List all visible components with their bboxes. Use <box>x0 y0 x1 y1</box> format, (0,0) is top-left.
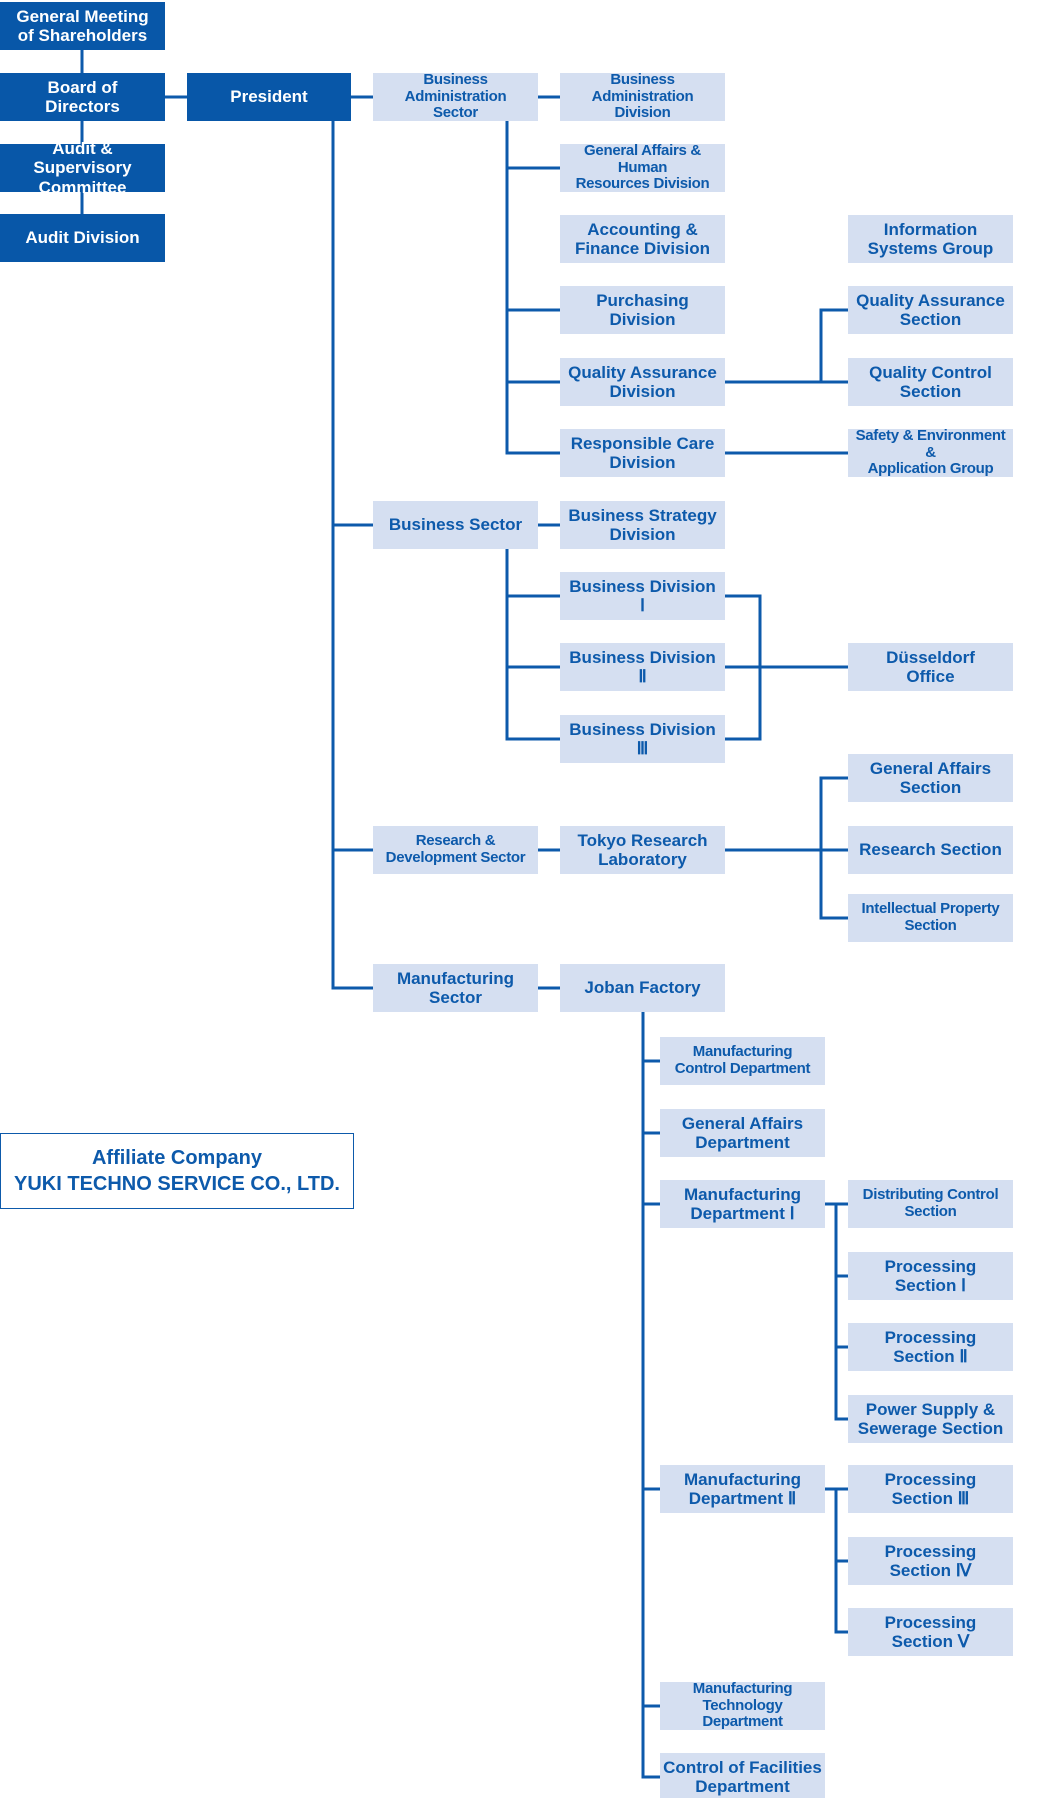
joban-factory-box: Joban Factory <box>560 964 725 1012</box>
manufacturing-technology-department-box: Manufacturing Technology Department <box>660 1680 825 1730</box>
general-affairs-section-box: General Affairs Section <box>848 754 1013 802</box>
business-administration-sector-box: Business Administration Sector <box>373 71 538 121</box>
general-meeting-box: General Meeting of Shareholders <box>0 2 165 50</box>
audit-division-box: Audit Division <box>0 214 165 262</box>
research-section-box: Research Section <box>848 826 1013 874</box>
affiliate-company-name: YUKI TECHNO SERVICE CO., LTD. <box>14 1173 340 1195</box>
business-division-2-box: Business Division Ⅱ <box>560 643 725 691</box>
business-administration-division-box: Business Administration Division <box>560 71 725 121</box>
processing-section-5-box: Processing Section Ⅴ <box>848 1608 1013 1656</box>
business-division-3-box: Business Division Ⅲ <box>560 715 725 763</box>
dusseldorf-office-box: Düsseldorf Office <box>848 643 1013 691</box>
quality-assurance-division-box: Quality Assurance Division <box>560 358 725 406</box>
safety-environment-application-group-box: Safety & Environment & Application Group <box>848 427 1013 477</box>
control-of-facilities-department-box: Control of Facilities Department <box>660 1753 825 1798</box>
manufacturing-department-2-box: Manufacturing Department Ⅱ <box>660 1465 825 1513</box>
processing-section-1-box: Processing Section Ⅰ <box>848 1252 1013 1300</box>
responsible-care-division-box: Responsible Care Division <box>560 429 725 477</box>
affiliate-company-box: Affiliate Company YUKI TECHNO SERVICE CO… <box>0 1133 354 1209</box>
manufacturing-control-department-box: Manufacturing Control Department <box>660 1037 825 1085</box>
business-division-1-box: Business Division Ⅰ <box>560 572 725 620</box>
board-of-directors-box: Board of Directors <box>0 73 165 121</box>
president-box: President <box>187 73 351 121</box>
accounting-finance-division-box: Accounting & Finance Division <box>560 215 725 263</box>
quality-assurance-section-box: Quality Assurance Section <box>848 286 1013 334</box>
tokyo-research-laboratory-box: Tokyo Research Laboratory <box>560 826 725 874</box>
processing-section-3-box: Processing Section Ⅲ <box>848 1465 1013 1513</box>
business-sector-box: Business Sector <box>373 501 538 549</box>
manufacturing-sector-box: Manufacturing Sector <box>373 964 538 1012</box>
business-strategy-division-box: Business Strategy Division <box>560 501 725 549</box>
audit-committee-box: Audit & Supervisory Committee <box>0 139 165 197</box>
purchasing-division-box: Purchasing Division <box>560 286 725 334</box>
general-affairs-hr-division-box: General Affairs & Human Resources Divisi… <box>560 142 725 192</box>
manufacturing-department-1-box: Manufacturing Department Ⅰ <box>660 1180 825 1228</box>
processing-section-4-box: Processing Section Ⅳ <box>848 1537 1013 1585</box>
information-systems-group-box: Information Systems Group <box>848 215 1013 263</box>
processing-section-2-box: Processing Section Ⅱ <box>848 1323 1013 1371</box>
quality-control-section-box: Quality Control Section <box>848 358 1013 406</box>
power-supply-sewerage-section-box: Power Supply & Sewerage Section <box>848 1395 1013 1443</box>
research-development-sector-box: Research & Development Sector <box>373 826 538 874</box>
distributing-control-section-box: Distributing Control Section <box>848 1180 1013 1228</box>
intellectual-property-section-box: Intellectual Property Section <box>848 894 1013 942</box>
affiliate-label: Affiliate Company <box>91 1147 263 1169</box>
general-affairs-department-box: General Affairs Department <box>660 1109 825 1157</box>
